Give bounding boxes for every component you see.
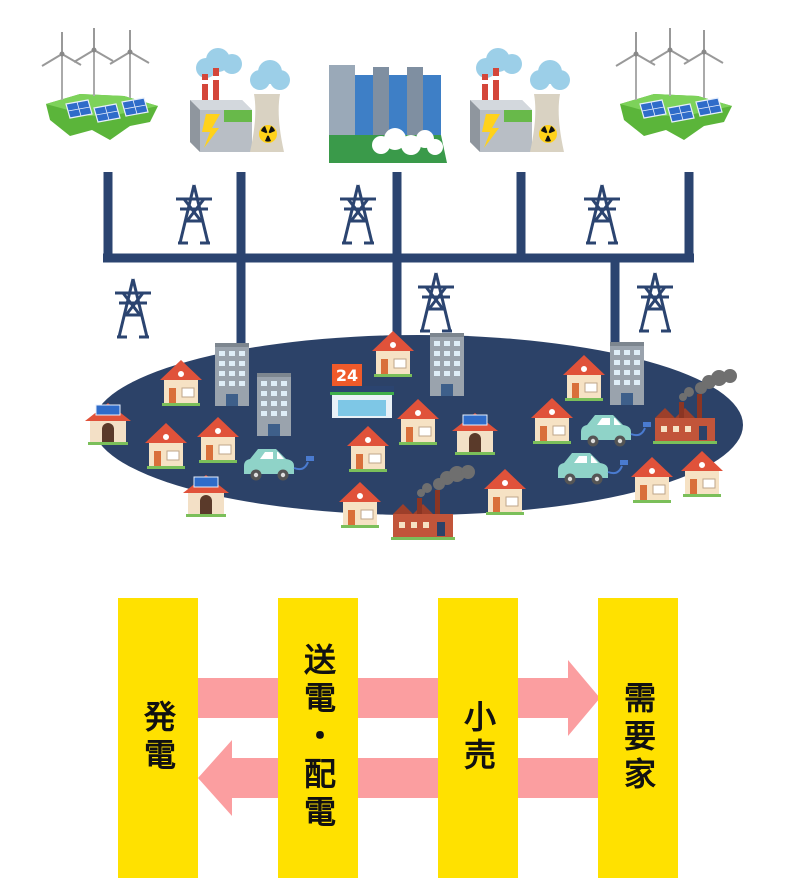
store-number-badge: 24: [336, 366, 358, 385]
wind-solar-farm-right: [615, 27, 732, 140]
column-retail: 小売: [438, 598, 518, 878]
solar-panel-icon: [667, 103, 695, 123]
wind-solar-farm-left: [41, 27, 158, 140]
office-building-icon: [257, 373, 291, 436]
solar-panel-icon: [121, 97, 149, 117]
label-generation: 発電: [139, 700, 177, 776]
wind-turbine-icon: [73, 27, 114, 97]
wind-turbine-icon: [109, 29, 150, 99]
office-building-icon: [215, 343, 249, 406]
label-consumer: 需要家: [619, 681, 657, 795]
pylon-icon: [416, 271, 456, 333]
label-transmission: 送電・配電: [299, 643, 337, 833]
office-building-icon: [430, 333, 464, 396]
arrow-right: [198, 660, 600, 736]
wind-turbine-icon: [41, 31, 82, 101]
pylon-icon: [582, 183, 622, 245]
solar-panel-icon: [65, 99, 93, 119]
pylon-icon: [174, 183, 214, 245]
power-plant-left: [190, 48, 290, 152]
solar-panel-icon: [695, 97, 723, 117]
column-generation: 発電: [118, 598, 198, 878]
pylon-icon: [635, 271, 675, 333]
column-transmission: 送電・配電: [278, 598, 358, 878]
hydro-dam-icon: [329, 65, 447, 163]
office-building-icon: [610, 342, 644, 405]
solar-panel-icon: [93, 103, 121, 123]
wind-turbine-icon: [649, 27, 690, 97]
convenience-store-icon: 24: [330, 364, 394, 418]
wind-turbine-icon: [615, 31, 656, 101]
power-grid-illustration: 24: [41, 27, 743, 540]
wind-turbine-icon: [683, 29, 724, 99]
pylon-icon: [338, 183, 378, 245]
solar-panel-icon: [639, 99, 667, 119]
grid-lines: [103, 172, 694, 350]
pylon-icon: [113, 277, 153, 339]
label-retail: 小売: [459, 700, 497, 776]
arrow-left: [198, 740, 598, 816]
power-plant-right: [470, 48, 570, 152]
column-consumer: 需要家: [598, 598, 678, 878]
